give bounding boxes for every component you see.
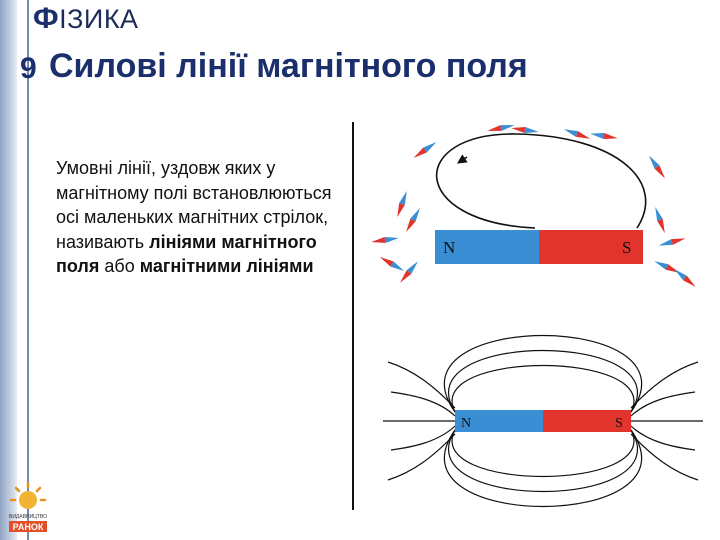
compass-needles-figure: N S bbox=[367, 122, 700, 292]
definition-connector: або bbox=[104, 256, 134, 276]
bar-magnet-n-label: N bbox=[461, 416, 471, 431]
subject-brand: ФІЗИКА bbox=[33, 2, 139, 36]
definition-text: Умовні лінії, уздовж яких у магнітному п… bbox=[56, 156, 341, 279]
publisher-logo: ВИДАВНИЦТВО РАНОК bbox=[6, 480, 50, 535]
publisher-name: РАНОК bbox=[13, 522, 44, 532]
page-title: Силові лінії магнітного поля bbox=[49, 47, 528, 86]
publisher-small-label: ВИДАВНИЦТВО bbox=[9, 514, 47, 520]
bar-magnet-s-label: S bbox=[615, 416, 623, 431]
brand-first-letter: Ф bbox=[33, 2, 59, 35]
left-accent-bar bbox=[0, 0, 17, 540]
grade-number: 9 bbox=[20, 52, 37, 86]
field-lines-figure: N S bbox=[383, 330, 703, 510]
brand-rest: ІЗИКА bbox=[59, 4, 138, 34]
magnet-pole-s-label: S bbox=[622, 238, 631, 257]
definition-term-2: магнітними лініями bbox=[140, 256, 314, 276]
magnet-pole-n-label: N bbox=[443, 238, 455, 257]
vertical-divider bbox=[352, 122, 354, 510]
